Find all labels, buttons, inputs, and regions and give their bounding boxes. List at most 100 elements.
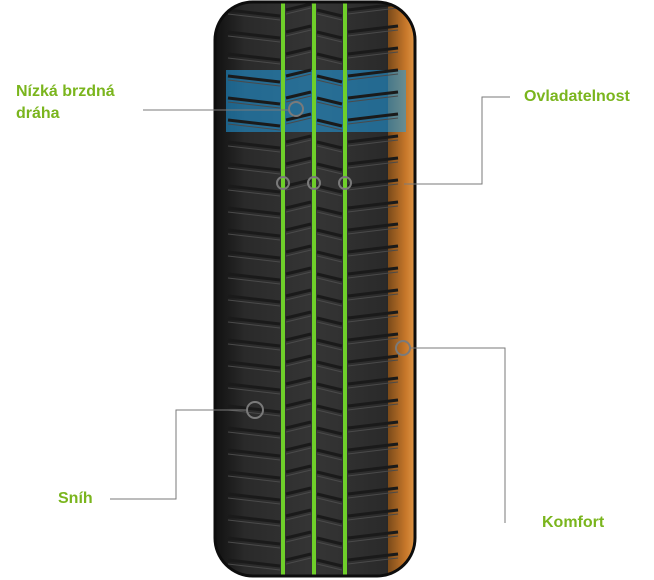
tread-sipe bbox=[316, 536, 343, 546]
tread-sipe bbox=[227, 492, 281, 502]
tread-sipe-highlight bbox=[316, 519, 343, 527]
tread-sipe-highlight bbox=[347, 359, 399, 367]
tread-sipe bbox=[316, 470, 343, 480]
tread-sipe bbox=[227, 558, 281, 568]
tread-sipe-highlight bbox=[316, 321, 343, 329]
tread-sipe-highlight bbox=[316, 475, 343, 483]
tread-sipe bbox=[347, 178, 399, 188]
tread-sipe bbox=[227, 360, 281, 370]
tread-sipe-highlight bbox=[227, 211, 281, 219]
marker-handling-1 bbox=[276, 176, 290, 190]
tread-sipe bbox=[347, 156, 399, 166]
tread-sipe bbox=[285, 530, 312, 540]
tread-sipe-highlight bbox=[227, 475, 281, 483]
marker-comfort bbox=[395, 340, 411, 356]
tread-sipe bbox=[285, 398, 312, 408]
tire bbox=[213, 0, 417, 578]
label-comfort: Komfort bbox=[542, 514, 605, 531]
tread-sipe-highlight bbox=[347, 513, 399, 521]
label-snow: Sníh bbox=[58, 490, 93, 507]
tread-sipe-highlight bbox=[285, 161, 312, 169]
tread-sipe-highlight bbox=[285, 183, 312, 191]
tread-sipe-highlight bbox=[285, 271, 312, 279]
tread-sipe bbox=[347, 46, 399, 56]
tread-sipe bbox=[227, 140, 281, 150]
tread-sipe bbox=[347, 288, 399, 298]
tread-sipe-highlight bbox=[347, 337, 399, 345]
tread-sipe-highlight bbox=[285, 337, 312, 345]
tread-sipe bbox=[227, 294, 281, 304]
tread-sipe bbox=[285, 46, 312, 56]
tread-sipe bbox=[347, 112, 399, 122]
tread-sipe bbox=[227, 8, 281, 18]
tread-sipe-highlight bbox=[227, 365, 281, 373]
tread-sipe-highlight bbox=[285, 425, 312, 433]
tread-sipe-highlight bbox=[316, 343, 343, 351]
tread-sipe bbox=[285, 90, 312, 100]
tread-sipe bbox=[227, 30, 281, 40]
tread-sipe-highlight bbox=[347, 205, 399, 213]
tread-sipe bbox=[316, 228, 343, 238]
tread-sipe bbox=[347, 442, 399, 452]
tread-sipe-highlight bbox=[227, 563, 281, 571]
tread-sipe bbox=[316, 140, 343, 150]
leader-line-comfort bbox=[410, 347, 506, 523]
tread-sipe-highlight bbox=[347, 491, 399, 499]
tread-sipe bbox=[285, 552, 312, 562]
label-braking-line2: dráha bbox=[16, 105, 60, 122]
leader-line-snow bbox=[110, 409, 247, 500]
tread-sipe-highlight bbox=[285, 513, 312, 521]
tread-sipe-highlight bbox=[316, 255, 343, 263]
tread-sipe bbox=[347, 486, 399, 496]
tread-sipe-highlight bbox=[227, 123, 281, 131]
tread-sipe bbox=[285, 222, 312, 232]
tread-sipe-highlight bbox=[347, 293, 399, 301]
tread-sipe-highlight bbox=[227, 101, 281, 109]
tread-sipe-highlight bbox=[285, 359, 312, 367]
marker-braking bbox=[288, 101, 304, 117]
tread-sipe-highlight bbox=[316, 387, 343, 395]
tread-sipe bbox=[227, 426, 281, 436]
tread-sipe-highlight bbox=[347, 161, 399, 169]
tread-sipe bbox=[227, 272, 281, 282]
tread-sipe-highlight bbox=[227, 233, 281, 241]
tread-grooves bbox=[281, 2, 347, 576]
tread-sipe-highlight bbox=[347, 183, 399, 191]
tread-sipe bbox=[316, 558, 343, 568]
tread-sipe bbox=[227, 74, 281, 84]
marker-snow bbox=[246, 401, 264, 419]
tread-sipe bbox=[285, 134, 312, 144]
tread-sipe bbox=[347, 398, 399, 408]
tread-sipe-highlight bbox=[347, 469, 399, 477]
tread-sipe-highlight bbox=[227, 255, 281, 263]
tread-sipe bbox=[316, 360, 343, 370]
tread-sipe-highlight bbox=[285, 293, 312, 301]
tread-sipe-highlight bbox=[316, 299, 343, 307]
tread-sipe-highlight bbox=[227, 343, 281, 351]
tread-sipe bbox=[316, 118, 343, 128]
tread-sipe-highlight bbox=[227, 453, 281, 461]
tread-pattern bbox=[227, 2, 399, 571]
tread-sipe bbox=[227, 228, 281, 238]
tread-sipe bbox=[347, 24, 399, 34]
tread-sipe-highlight bbox=[316, 123, 343, 131]
tread-sipe bbox=[227, 250, 281, 260]
tread-sipe bbox=[347, 530, 399, 540]
tread-sipe-highlight bbox=[347, 249, 399, 257]
tread-sipe-highlight bbox=[285, 403, 312, 411]
tread-sipe bbox=[285, 332, 312, 342]
tread-sipe-highlight bbox=[285, 51, 312, 59]
tread-sipe-highlight bbox=[316, 211, 343, 219]
tread-sipe bbox=[285, 354, 312, 364]
leader-line-handling bbox=[404, 96, 510, 185]
tread-sipe bbox=[316, 184, 343, 194]
tread-sipe bbox=[227, 206, 281, 216]
tread-sipe bbox=[316, 338, 343, 348]
tread-sipe-highlight bbox=[285, 315, 312, 323]
tread-sipe-highlight bbox=[347, 271, 399, 279]
tread-sipe-highlight bbox=[316, 497, 343, 505]
tread-sipe-highlight bbox=[316, 189, 343, 197]
marker-handling-2 bbox=[307, 176, 321, 190]
tread-sipe bbox=[316, 382, 343, 392]
tread-sipe bbox=[347, 310, 399, 320]
